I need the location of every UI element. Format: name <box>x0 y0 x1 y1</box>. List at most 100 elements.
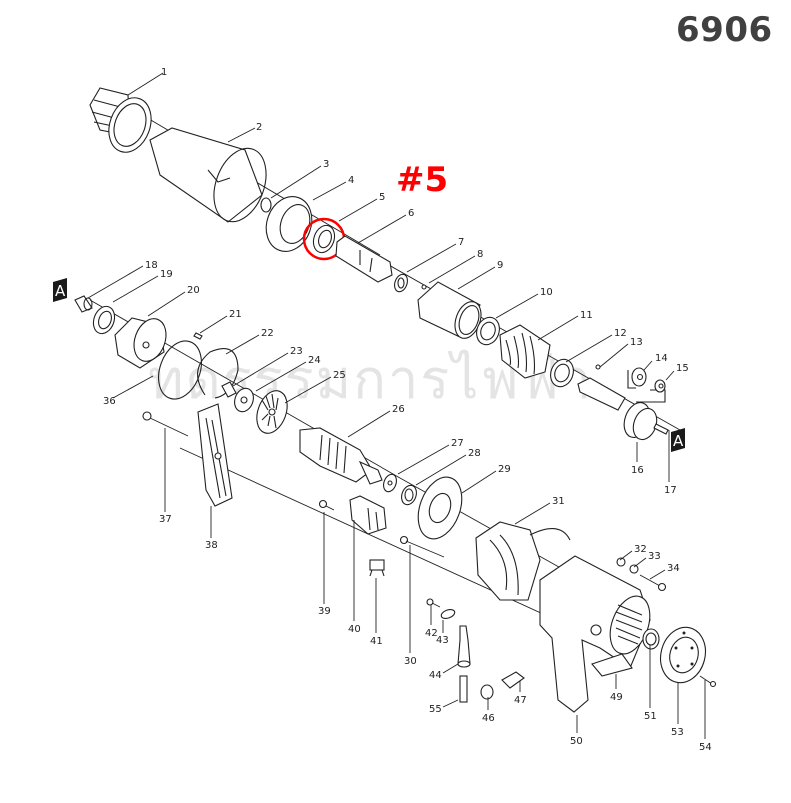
model-number-title: 6906 <box>676 10 773 50</box>
part-number-label: 30 <box>404 656 417 667</box>
callout-leader-line <box>457 266 496 290</box>
part-5-ball-bearing[interactable] <box>310 222 338 255</box>
part-number-label: 23 <box>290 346 303 357</box>
part-number-label: 10 <box>540 287 553 298</box>
part-38-side-handle[interactable] <box>197 403 233 507</box>
part-number-label: 34 <box>667 563 680 574</box>
callout-leader-line <box>649 569 666 580</box>
part-31-field[interactable] <box>475 521 571 601</box>
part-40-switch[interactable] <box>349 495 387 535</box>
callout-leader-line <box>415 454 467 486</box>
part-number-label: 55 <box>429 704 442 715</box>
part-21-pin[interactable] <box>193 332 203 340</box>
part-10-washer[interactable] <box>473 314 503 348</box>
part-number-label: 19 <box>160 269 173 280</box>
svg-text:A: A <box>55 282 66 300</box>
callout-leader-line <box>357 214 407 244</box>
part-number-label: 47 <box>514 695 527 706</box>
part-6-spindle[interactable] <box>335 235 393 283</box>
part-11-compression-spring[interactable] <box>499 324 551 379</box>
part-number-label: 27 <box>451 438 464 449</box>
part-number-label: 50 <box>570 736 583 747</box>
part-47-carbon-brush[interactable] <box>501 671 525 689</box>
part-number-label: 44 <box>429 670 442 681</box>
highlighted-part-label: #5 <box>396 160 449 200</box>
part-55-cord[interactable] <box>459 675 468 703</box>
callout-leader-line <box>270 165 322 199</box>
part-callouts: 1234567891011121314151617181920212223242… <box>87 67 712 753</box>
part-number-label: 17 <box>664 485 677 496</box>
callout-leader-line <box>461 470 497 494</box>
part-33-washer[interactable] <box>629 564 639 574</box>
part-37-tapping-screw[interactable] <box>142 411 189 437</box>
callout-leader-line <box>397 444 450 475</box>
part-number-label: 29 <box>498 464 511 475</box>
part-29-baffle-plate[interactable] <box>410 471 469 545</box>
part-32-brush-holder-cap[interactable] <box>616 557 626 567</box>
part-8-steel-ball[interactable] <box>421 284 427 290</box>
part-number-label: 21 <box>229 309 242 320</box>
callout-leader-line <box>633 557 647 568</box>
part-number-label: 5 <box>379 192 385 203</box>
part-26-armature[interactable] <box>299 427 383 485</box>
reference-mark-a: A <box>671 428 685 452</box>
part-1-chuck-sleeve[interactable] <box>89 87 158 158</box>
part-number-label: 41 <box>370 636 383 647</box>
part-number-label: 7 <box>458 237 464 248</box>
part-39-screw[interactable] <box>318 499 335 511</box>
part-7-washer[interactable] <box>392 272 409 293</box>
reference-mark-a: A <box>53 278 67 302</box>
part-number-label: 4 <box>348 175 354 186</box>
part-number-label: 54 <box>699 742 712 753</box>
part-12-washer[interactable] <box>547 356 577 390</box>
part-51-rubber-ring[interactable] <box>642 628 660 650</box>
part-17-pin[interactable] <box>653 423 669 435</box>
part-number-label: 31 <box>552 496 565 507</box>
part-number-label: 43 <box>436 635 449 646</box>
part-19-ball-bearing[interactable] <box>90 303 118 336</box>
part-23-sleeve[interactable] <box>221 381 237 398</box>
part-30-screw[interactable] <box>399 535 445 558</box>
part-number-label: 14 <box>655 353 668 364</box>
part-number-label: 2 <box>256 122 262 133</box>
part-number-label: 9 <box>497 260 503 271</box>
part-13-pin[interactable] <box>577 364 626 411</box>
part-24-washer[interactable] <box>231 386 256 415</box>
part-number-label: 53 <box>671 727 684 738</box>
part-28-ball-bearing[interactable] <box>399 483 419 507</box>
part-18-needle-bearing[interactable] <box>74 295 93 313</box>
part-9-clutch-cam[interactable] <box>417 281 486 342</box>
part-43-strain-relief[interactable] <box>440 608 456 620</box>
part-25-fan[interactable] <box>251 387 292 438</box>
callout-leader-line <box>87 265 144 299</box>
part-46-brush-holder-cap[interactable] <box>480 684 494 700</box>
part-54-screw[interactable] <box>699 675 717 688</box>
part-27-insulation-washer[interactable] <box>381 472 398 493</box>
part-50-motor-housing[interactable] <box>539 555 657 713</box>
part-53-rear-cover[interactable] <box>655 622 712 687</box>
part-number-label: 13 <box>630 337 643 348</box>
callout-leader-line <box>112 275 159 303</box>
callout-leader-line <box>255 361 307 392</box>
part-number-label: 20 <box>187 285 200 296</box>
part-42-screw[interactable] <box>426 598 441 608</box>
part-20-bearing-box[interactable] <box>114 314 172 369</box>
part-41-capacitor[interactable] <box>369 559 385 577</box>
part-15-needle-bearing[interactable] <box>654 379 666 393</box>
part-number-label: 28 <box>468 448 481 459</box>
callout-leader-line <box>442 699 459 708</box>
part-2-gear-housing[interactable] <box>149 127 276 229</box>
part-36-o-ring[interactable] <box>151 335 209 405</box>
callout-leader-line <box>406 243 457 273</box>
part-number-label: 38 <box>205 540 218 551</box>
callout-leader-line <box>347 410 391 438</box>
part-49-name-plate[interactable] <box>591 653 633 677</box>
part-3-o-ring[interactable] <box>260 197 272 213</box>
part-number-label: 24 <box>308 355 321 366</box>
reference-marks: AA <box>53 278 685 452</box>
part-34-screw[interactable] <box>639 574 667 592</box>
part-number-label: 8 <box>477 249 483 260</box>
part-44-cord-guard[interactable] <box>457 625 471 668</box>
part-16-spindle-gear[interactable] <box>620 399 661 443</box>
svg-text:A: A <box>673 432 684 450</box>
